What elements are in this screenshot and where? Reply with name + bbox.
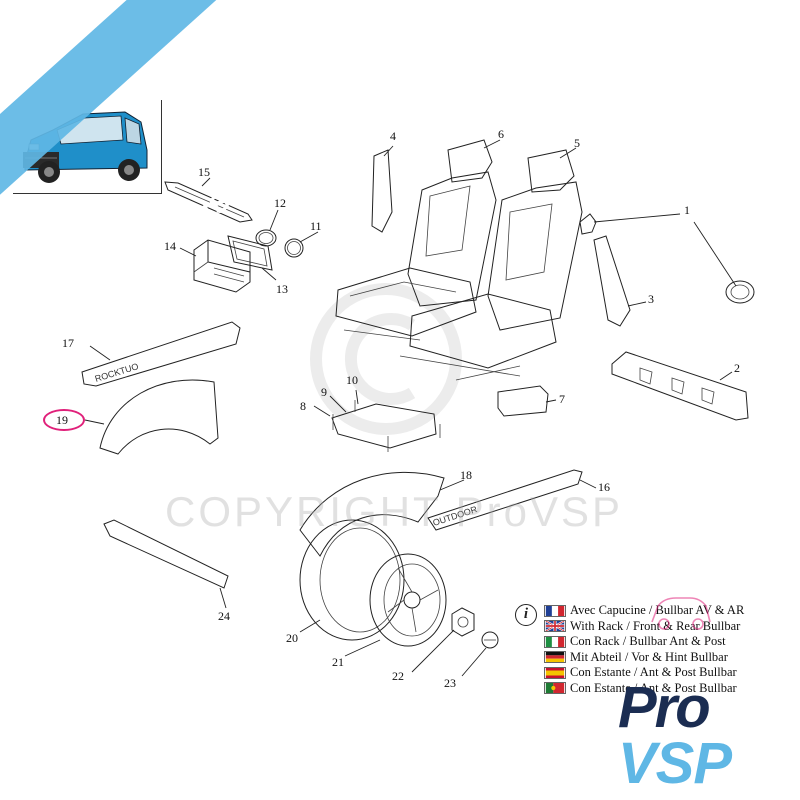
legend-text-german: Mit Abteil / Vor & Hint Bullbar (570, 649, 728, 664)
copyright-circle-watermark (310, 283, 462, 435)
logo-vsp-text: VSP (618, 731, 732, 796)
car-image (23, 111, 148, 183)
part-24-bullbar (103, 519, 229, 589)
leader-lines (84, 139, 737, 677)
portugal-flag-icon (544, 682, 566, 695)
legend-row-spanish: Con Estante / Ant & Post Bullbar (544, 665, 784, 681)
part-number-10: 10 (346, 373, 358, 387)
part-22-hub-nut (451, 607, 475, 637)
part-number-2: 2 (734, 361, 740, 375)
seat-left-part-6 (335, 139, 497, 341)
part-19-fender-arch (99, 379, 219, 455)
part-4-side-panel (371, 149, 393, 233)
logo-pro-text: Pro (618, 675, 711, 740)
part-number-7: 7 (559, 392, 565, 406)
seat-right-part-5 (399, 149, 583, 381)
rocktuo-decal: ROCKTUO (94, 361, 140, 384)
part-number-14: 14 (164, 239, 176, 253)
part-2-bullbar (611, 351, 749, 421)
part-number-12: 12 (274, 196, 286, 210)
legend-text-italian: Con Rack / Bullbar Ant & Post (570, 634, 726, 649)
italy-flag-icon (544, 635, 566, 648)
part-number-6: 6 (498, 127, 504, 141)
spain-flag-icon (544, 666, 566, 679)
logo-car-outline-icon (651, 597, 711, 630)
part-number-8: 8 (300, 399, 306, 413)
part-number-23: 23 (444, 676, 456, 690)
vehicle-thumbnail (13, 100, 162, 194)
part-number-18: 18 (460, 468, 472, 482)
legend-row-italian: Con Rack / Bullbar Ant & Post (544, 634, 784, 650)
part-number-22: 22 (392, 669, 404, 683)
part-number-21: 21 (332, 655, 344, 669)
part-14-radio-unit (193, 239, 251, 293)
part-number-15: 15 (198, 165, 210, 179)
part-number-4: 4 (390, 129, 396, 143)
part-number-19: 19 (56, 413, 68, 427)
part-7-cover (497, 385, 549, 417)
part-13-frame (227, 235, 273, 271)
france-flag-icon (544, 604, 566, 617)
part-number-9: 9 (321, 385, 327, 399)
legend-text-spanish: Con Estante / Ant & Post Bullbar (570, 665, 737, 680)
part-19-highlight-circle (43, 409, 85, 431)
provsp-logo: Pro VSP (618, 675, 732, 796)
part-number-3: 3 (648, 292, 654, 306)
part-number-11: 11 (310, 219, 322, 233)
germany-flag-icon (544, 651, 566, 664)
part-21-wheel (369, 553, 447, 647)
copyright-watermark-text: COPYRIGHT ProVSP (165, 488, 623, 535)
part-11-ring (284, 238, 304, 258)
part-number-16: 16 (598, 480, 610, 494)
part-18-fender (299, 471, 445, 557)
part-1-bracket-and-cap (579, 213, 755, 304)
part-number-17: 17 (62, 336, 74, 350)
part-number-13: 13 (276, 282, 288, 296)
legend-row-german: Mit Abteil / Vor & Hint Bullbar (544, 650, 784, 666)
part-9-tray (331, 400, 441, 452)
part-number-24: 24 (218, 609, 230, 623)
part-15-handle (164, 181, 253, 223)
info-icon: i (515, 604, 537, 626)
part-3-side-panel (593, 235, 631, 327)
part-number-1: 1 (684, 203, 690, 217)
part-17-rocker-panel: ROCKTUO (81, 321, 241, 387)
uk-flag-icon (544, 620, 566, 633)
part-number-20: 20 (286, 631, 298, 645)
legend-row-portuguese: Con Estante / Ant & Post Bullbar (544, 681, 784, 697)
part-23-cap (481, 631, 499, 649)
part-number-5: 5 (574, 136, 580, 150)
part-20-tire (299, 519, 405, 641)
legend-text-portuguese: Con Estante / Ant & Post Bullbar (570, 680, 737, 695)
